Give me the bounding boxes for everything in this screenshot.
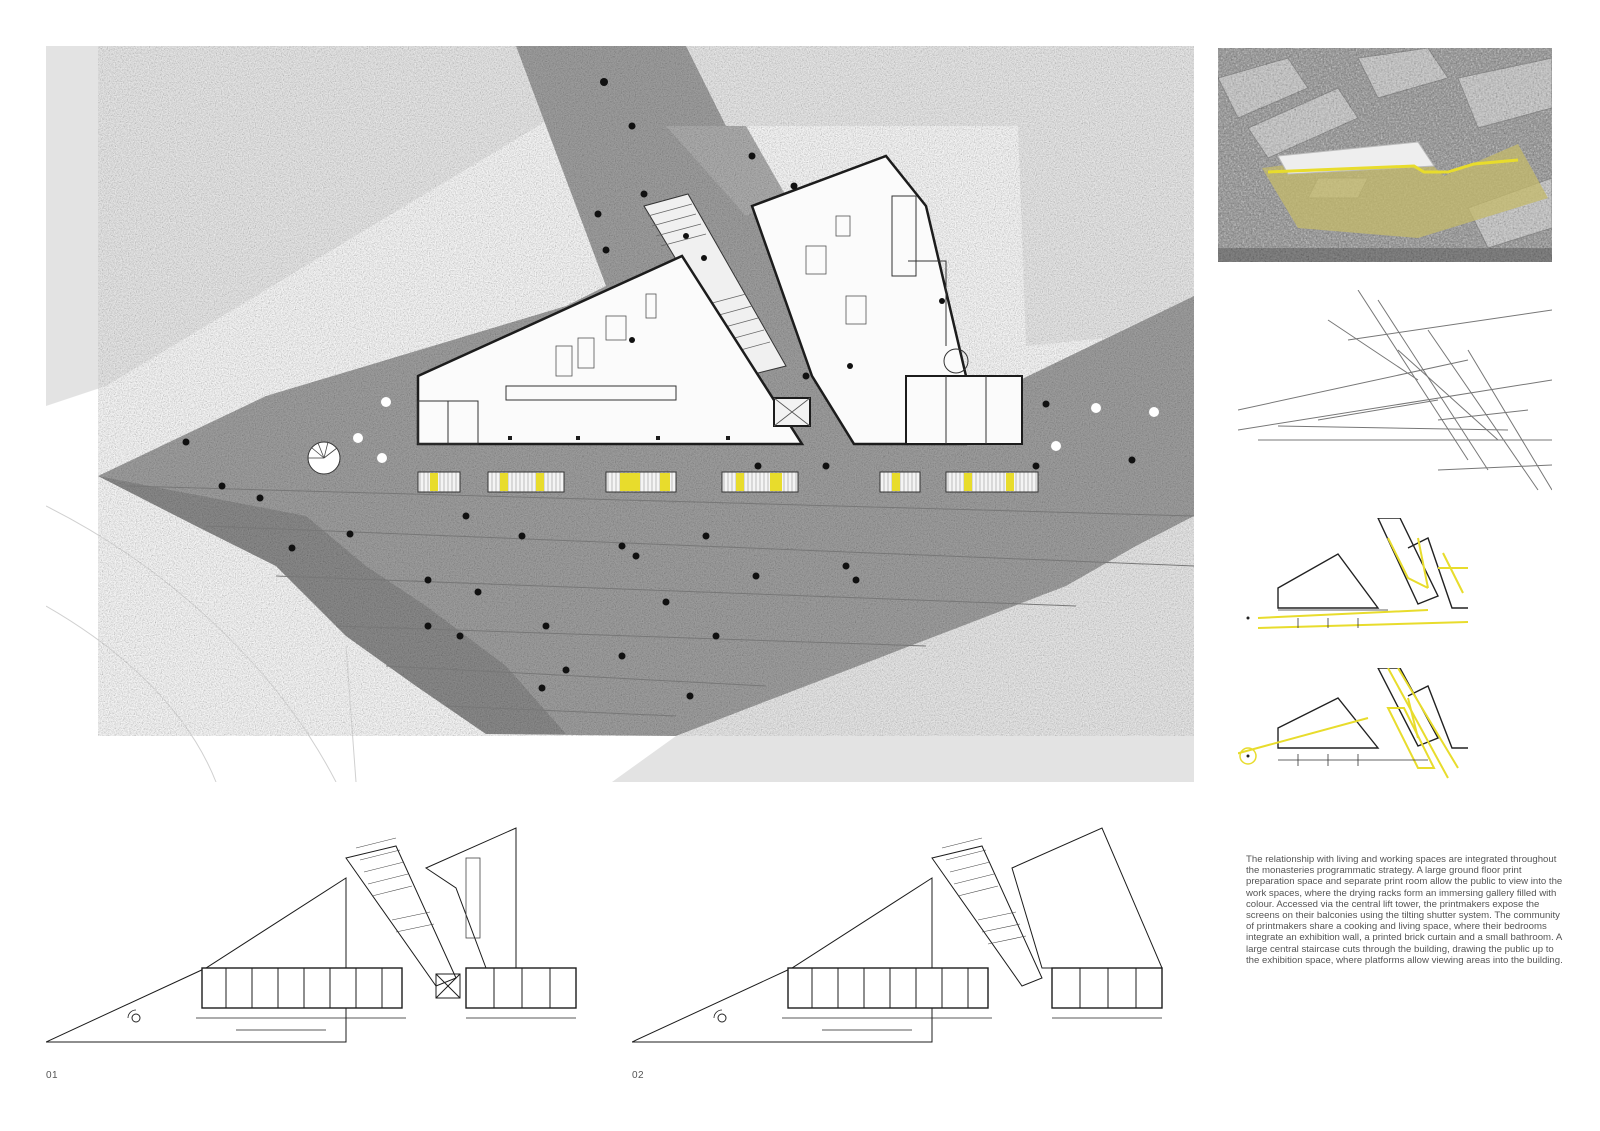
ground-floor-plan xyxy=(46,46,1194,782)
concept-sketch-lines xyxy=(1238,290,1552,491)
concept-sketch xyxy=(1238,290,1552,496)
ground-floor-plan-drawing xyxy=(46,46,1194,782)
outdoor-furniture xyxy=(353,397,1159,463)
lift-tower xyxy=(773,397,811,427)
plan-label-02: 02 xyxy=(632,1070,645,1081)
circulation-diagram-1 xyxy=(1238,518,1552,654)
spiral-stair xyxy=(307,441,341,475)
print-room xyxy=(750,154,1023,446)
plan-label-01: 01 xyxy=(46,1070,59,1081)
terrace-steps xyxy=(125,485,1194,717)
site-model-photo xyxy=(1218,48,1552,262)
street-lines xyxy=(46,505,357,782)
print-preparation-space xyxy=(416,254,805,446)
site-model-image xyxy=(1218,48,1552,262)
circulation-diagram-2-drawing xyxy=(1238,668,1468,779)
floor-plan-02 xyxy=(632,818,1216,1058)
context-buildings xyxy=(46,46,1194,782)
people-figures xyxy=(182,78,1136,700)
circulation-diagram-1-drawing xyxy=(1246,518,1469,629)
drying-racks xyxy=(417,471,1039,493)
floor-plan-01-drawing xyxy=(46,827,577,1043)
circulation-diagram-2 xyxy=(1238,668,1552,798)
floor-plan-02-drawing xyxy=(632,827,1163,1043)
floor-plan-01 xyxy=(46,818,630,1058)
project-description: The relationship with living and working… xyxy=(1246,854,1563,966)
